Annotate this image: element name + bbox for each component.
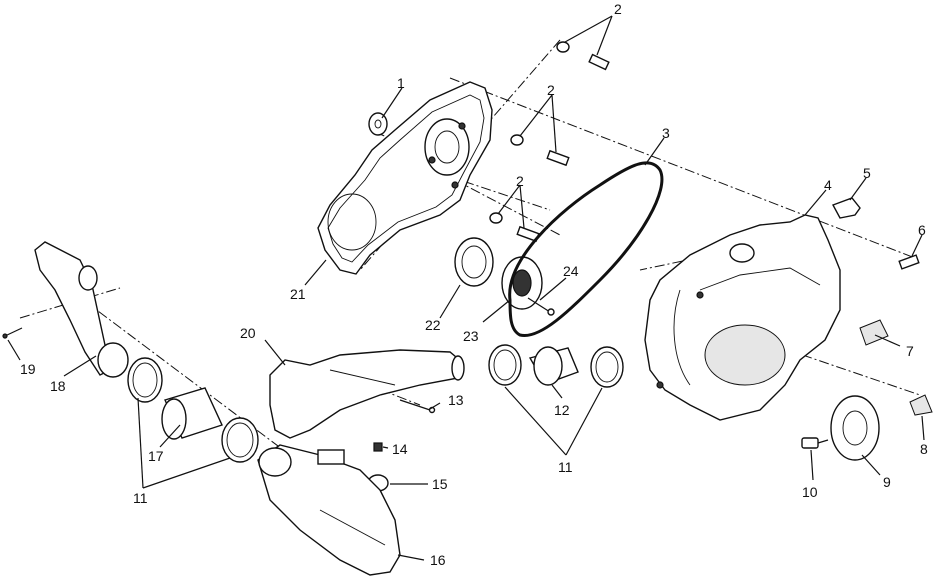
screw-6 xyxy=(898,254,920,270)
callout-labels: 2 1 2 2 3 4 5 6 7 8 9 10 11 11 12 13 14 … xyxy=(20,1,928,568)
washer-1 xyxy=(368,112,388,136)
coupler-17 xyxy=(161,387,223,440)
callout-17: 17 xyxy=(148,448,164,464)
intake-duct-20 xyxy=(269,349,465,439)
callout-20: 20 xyxy=(240,325,256,341)
callout-18: 18 xyxy=(50,378,66,394)
callout-16: 16 xyxy=(430,552,446,568)
clamp-11-left-a xyxy=(127,357,163,403)
callout-2-lower: 2 xyxy=(516,173,524,189)
drive-belt-3 xyxy=(508,161,664,338)
callout-5: 5 xyxy=(863,165,871,181)
callout-3: 3 xyxy=(662,125,670,141)
callout-23: 23 xyxy=(463,328,479,344)
callout-22: 22 xyxy=(425,317,441,333)
callout-6: 6 xyxy=(918,222,926,238)
callout-15: 15 xyxy=(432,476,448,492)
seal-22 xyxy=(454,237,494,287)
lower-duct-16 xyxy=(257,444,401,576)
callout-1: 1 xyxy=(397,75,405,91)
callout-11-left: 11 xyxy=(133,490,148,506)
bolt-13 xyxy=(399,399,436,414)
outer-cover-4 xyxy=(644,214,841,421)
clamp-11-right-a xyxy=(488,344,522,386)
callout-8: 8 xyxy=(920,441,928,457)
inner-cover-plate-21 xyxy=(317,81,493,275)
bearing-plate-23 xyxy=(501,256,543,310)
callout-14: 14 xyxy=(392,441,408,457)
callout-7: 7 xyxy=(906,343,914,359)
callout-13: 13 xyxy=(448,392,464,408)
screw-14 xyxy=(373,442,383,452)
callout-10: 10 xyxy=(802,484,818,500)
clamp-11-left-b xyxy=(221,417,259,463)
callout-21: 21 xyxy=(290,286,306,302)
clip-5 xyxy=(832,197,861,219)
screw-19 xyxy=(2,327,23,339)
callout-9: 9 xyxy=(883,474,891,490)
callout-11-right: 11 xyxy=(558,459,573,475)
intake-elbow-18 xyxy=(34,241,129,378)
callout-2-middle: 2 xyxy=(547,82,555,98)
screw-10 xyxy=(801,437,829,449)
callout-2-top: 2 xyxy=(614,1,622,17)
leader-lines xyxy=(7,15,925,561)
callout-4: 4 xyxy=(824,177,832,193)
clamp-11-right-b xyxy=(590,346,624,388)
decal-8 xyxy=(909,394,933,416)
coupler-12 xyxy=(528,346,579,386)
callout-19: 19 xyxy=(20,361,36,377)
bolt-24 xyxy=(527,297,555,316)
screw-washer-set-2 xyxy=(489,41,610,243)
decal-7 xyxy=(859,319,889,346)
callout-12: 12 xyxy=(554,402,570,418)
gasket-ring-9 xyxy=(830,395,880,461)
callout-24: 24 xyxy=(563,263,579,279)
